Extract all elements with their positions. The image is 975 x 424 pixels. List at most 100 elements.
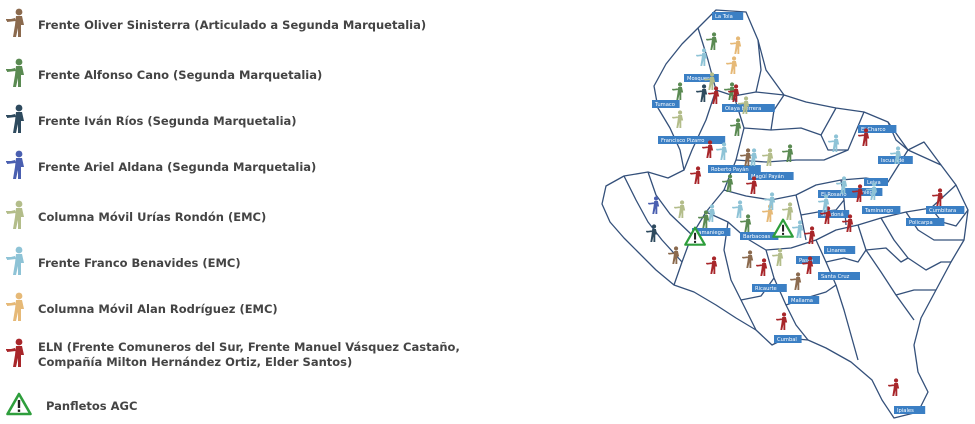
armed-figure-icon (932, 188, 944, 206)
municipality-border (770, 94, 785, 131)
armed-figure-icon (738, 96, 750, 114)
municipality-label-box (894, 406, 926, 414)
armed-figure-icon (706, 256, 718, 274)
legend-item: Frente Alfonso Cano (Segunda Marquetalia… (6, 58, 322, 92)
municipality-label: Roberto Payán (711, 166, 749, 173)
municipality-label-box (684, 74, 719, 82)
armed-figure-icon (740, 148, 752, 166)
armed-figure-icon (706, 32, 718, 50)
municipality-border (623, 175, 683, 263)
armed-figure-icon (792, 220, 804, 238)
armed-figure-icon (790, 272, 802, 290)
municipality-border (733, 91, 785, 97)
armed-figure-icon (698, 210, 710, 228)
municipality-label-box (748, 172, 794, 180)
legend-item: Columna Móvil Urías Rondón (EMC) (6, 200, 266, 234)
municipality-label: Ipiales (897, 408, 914, 414)
armed-figure-icon (828, 134, 840, 152)
armed-figure-icon (732, 200, 744, 218)
armed-figure-icon (888, 378, 900, 396)
municipality-border (820, 134, 848, 151)
municipality-border (723, 221, 757, 331)
legend-item: ELN (Frente Comuneros del Sur, Frente Ma… (6, 338, 478, 372)
armed-figure-icon (668, 246, 680, 264)
municipality-label-box (722, 104, 775, 112)
municipality-label: Santa Cruz (821, 274, 850, 280)
municipality-label: Sandoná (821, 211, 844, 218)
municipality-label-box (740, 232, 779, 240)
armed-figure-icon (866, 182, 878, 200)
municipality-border (895, 289, 936, 296)
municipality-border (880, 217, 951, 271)
armed-figure-icon (6, 104, 30, 138)
municipality-label: Barbacoas (743, 234, 771, 240)
armed-figure-icon (716, 142, 728, 160)
armed-figure-icon (762, 148, 774, 166)
municipality-label: Magüí Payán (751, 173, 784, 180)
municipality-label: Mallama (791, 298, 813, 304)
municipality-border (907, 141, 942, 166)
armed-figure-icon (772, 248, 784, 266)
armed-figure-icon (6, 200, 30, 234)
legend-item: Frente Ariel Aldana (Segunda Marquetalia… (6, 150, 316, 184)
municipality-label-box (858, 125, 897, 133)
legend-item: Columna Móvil Alan Rodríguez (EMC) (6, 292, 278, 326)
map-legend: Frente Oliver Sinisterra (Articulado a S… (0, 0, 480, 424)
municipality-label: Policarpa (909, 220, 933, 226)
armed-figure-icon (842, 214, 854, 232)
municipality-label-box (692, 228, 731, 236)
legend-label: Frente Oliver Sinisterra (Articulado a S… (38, 17, 427, 32)
municipality-label-box (796, 256, 820, 264)
municipality-label: Taminango (864, 208, 893, 214)
municipality-border (815, 239, 859, 361)
legend-item: Frente Oliver Sinisterra (Articulado a S… (6, 8, 426, 42)
municipality-label-box (844, 188, 883, 196)
municipality-label-box (862, 206, 901, 214)
armed-figure-icon (756, 258, 768, 276)
legend-item: Panfletos AGC (6, 392, 137, 420)
municipality-label: Samaniego (695, 230, 724, 236)
armed-figure-icon (708, 86, 720, 104)
municipality-border (683, 27, 717, 171)
municipality-label-box (658, 136, 726, 144)
municipality-label-box (818, 190, 860, 198)
municipality-label-box (788, 296, 820, 304)
legend-label: Columna Móvil Alan Rodríguez (EMC) (38, 301, 278, 316)
armed-figure-icon (704, 72, 716, 90)
armed-figure-icon (6, 338, 30, 372)
armed-figure-icon (730, 118, 742, 136)
municipality-label: Francisco Pizarro (661, 138, 704, 144)
armed-figure-icon (696, 84, 708, 102)
municipality-label: Pasto (799, 258, 813, 264)
municipality-label: Cumbitara (929, 208, 956, 214)
armed-figure-icon (6, 246, 30, 280)
legend-label: Columna Móvil Urías Rondón (EMC) (38, 209, 267, 224)
armed-figure-icon (6, 150, 30, 184)
municipality-border (857, 224, 915, 321)
legend-label: Panfletos AGC (46, 398, 138, 413)
municipality-label: El Rosario (821, 192, 847, 198)
armed-figure-icon (818, 194, 830, 212)
municipality-label-box (906, 218, 945, 226)
warning-triangle-icon (6, 392, 32, 420)
municipality-border (930, 207, 969, 227)
armed-figure-icon (782, 144, 794, 162)
legend-label: ELN (Frente Comuneros del Sur, Frente Ma… (38, 340, 460, 369)
armed-figure-icon (890, 146, 902, 164)
armed-figure-icon (852, 184, 864, 202)
warning-triangle-icon (684, 226, 706, 246)
municipality-label-box (864, 178, 888, 186)
municipality-label-box (712, 12, 744, 20)
warning-triangle-icon (772, 218, 794, 238)
armed-figure-icon (724, 82, 736, 100)
municipality-label-box (818, 272, 860, 280)
armed-figure-icon (746, 176, 758, 194)
armed-figure-icon (648, 196, 660, 214)
armed-figure-icon (730, 36, 742, 54)
municipality-label: Linares (827, 248, 846, 254)
legend-label: Frente Alfonso Cano (Segunda Marquetalia… (38, 67, 323, 82)
armed-group-markers (646, 32, 944, 396)
municipality-label-box (752, 284, 787, 292)
